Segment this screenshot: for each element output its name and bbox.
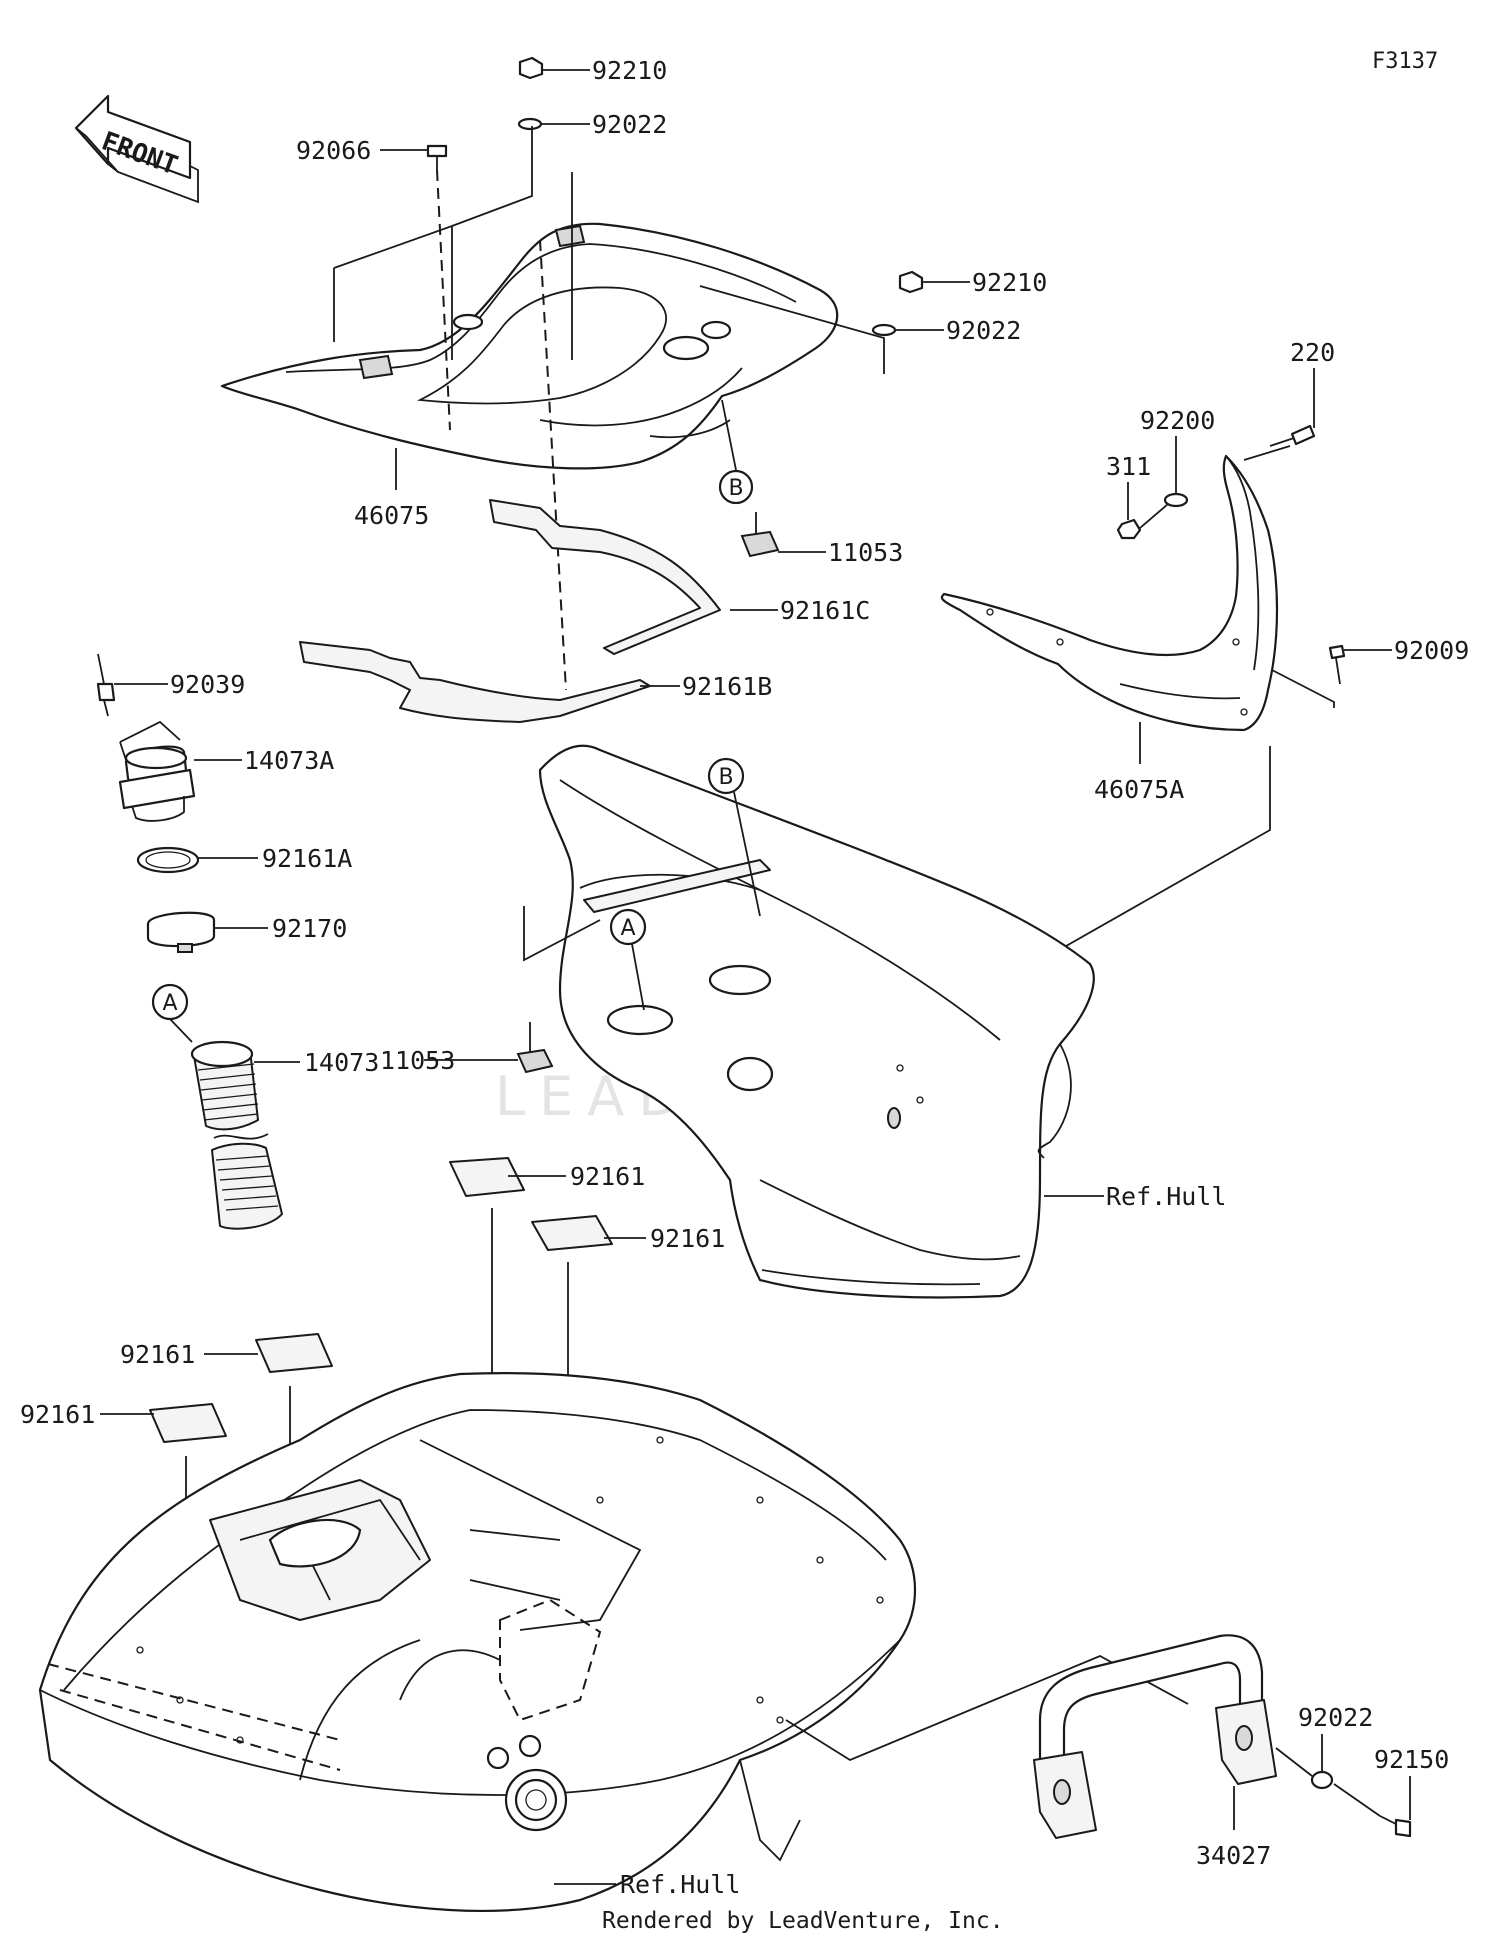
upper-hull [538, 744, 1095, 1299]
gasket-92161c [489, 499, 721, 655]
part-label: 46075A [1094, 775, 1184, 804]
washer-92200 [1163, 492, 1189, 508]
pad-92161-b [531, 1215, 613, 1251]
vent-fitting-92039 [96, 653, 116, 717]
part-label: 92170 [272, 914, 347, 943]
part-label: 92161 [20, 1400, 95, 1429]
svg-text:A: A [620, 916, 635, 941]
part-label: 46075 [354, 501, 429, 530]
bolt-92066 [426, 144, 448, 170]
part-label: 92210 [592, 56, 667, 85]
part-label: 220 [1290, 338, 1335, 367]
callout-b-lower [707, 757, 745, 795]
part-label: 92066 [296, 136, 371, 165]
pad-92161-c [255, 1333, 333, 1373]
clamp-92170 [146, 911, 216, 953]
part-label: Ref.Hull [620, 1870, 740, 1899]
pad-92161-a [449, 1157, 525, 1197]
clip-11053-upper [740, 512, 780, 558]
part-label: 92161 [570, 1162, 645, 1191]
upper-deck-cover [220, 222, 839, 470]
screw-92009 [1328, 644, 1346, 685]
part-label: 92022 [592, 110, 667, 139]
part-label: 92009 [1394, 636, 1469, 665]
labels: 92210 92022 92066 92210 92022 220 92200 … [20, 56, 1469, 1899]
washer-92022-handle [1310, 1770, 1334, 1790]
part-label: 11053 [828, 538, 903, 567]
svg-text:B: B [728, 476, 743, 501]
gasket-92161b [299, 641, 651, 723]
part-label: 92150 [1374, 1745, 1449, 1774]
filler-hose-14073 [190, 1040, 283, 1230]
part-label: 14073 [304, 1048, 379, 1077]
part-label: 92022 [1298, 1703, 1373, 1732]
front-cowl [940, 454, 1279, 732]
part-label: 92161 [650, 1224, 725, 1253]
washer-92022-top [517, 117, 543, 131]
part-label: 11053 [380, 1046, 455, 1075]
part-label: 92210 [972, 268, 1047, 297]
part-label: 92039 [170, 670, 245, 699]
part-label: 311 [1106, 452, 1151, 481]
part-label: 92161A [262, 844, 352, 873]
lower-deck [38, 1372, 916, 1912]
part-label: 14073A [244, 746, 334, 775]
part-label: 92161 [120, 1340, 195, 1369]
grab-handle [1033, 1634, 1277, 1839]
nut-311 [1116, 518, 1142, 540]
bolt-220 [1269, 424, 1316, 447]
part-label: Ref.Hull [1106, 1182, 1226, 1211]
nut-92210-right [898, 270, 924, 294]
clip-11053-lower [516, 1022, 554, 1074]
filler-neck-14073a [118, 745, 196, 822]
callout-a-lower [609, 908, 647, 946]
figure-code: F3137 [1372, 49, 1438, 74]
callout-b-upper [718, 469, 754, 505]
svg-text:A: A [162, 991, 177, 1016]
part-label: 92161B [682, 672, 772, 701]
render-credit: Rendered by LeadVenture, Inc. [602, 1908, 1004, 1934]
part-label: 92022 [946, 316, 1021, 345]
pad-92161-d [149, 1403, 227, 1443]
part-label: 34027 [1196, 1841, 1271, 1870]
washer-92022-right [871, 323, 897, 337]
bolt-92150 [1379, 1815, 1412, 1838]
part-label: 92200 [1140, 406, 1215, 435]
front-arrow-icon: FRONT [74, 94, 199, 204]
svg-text:B: B [718, 765, 733, 790]
nut-92210-top [518, 56, 544, 80]
part-label: 92161C [780, 596, 870, 625]
